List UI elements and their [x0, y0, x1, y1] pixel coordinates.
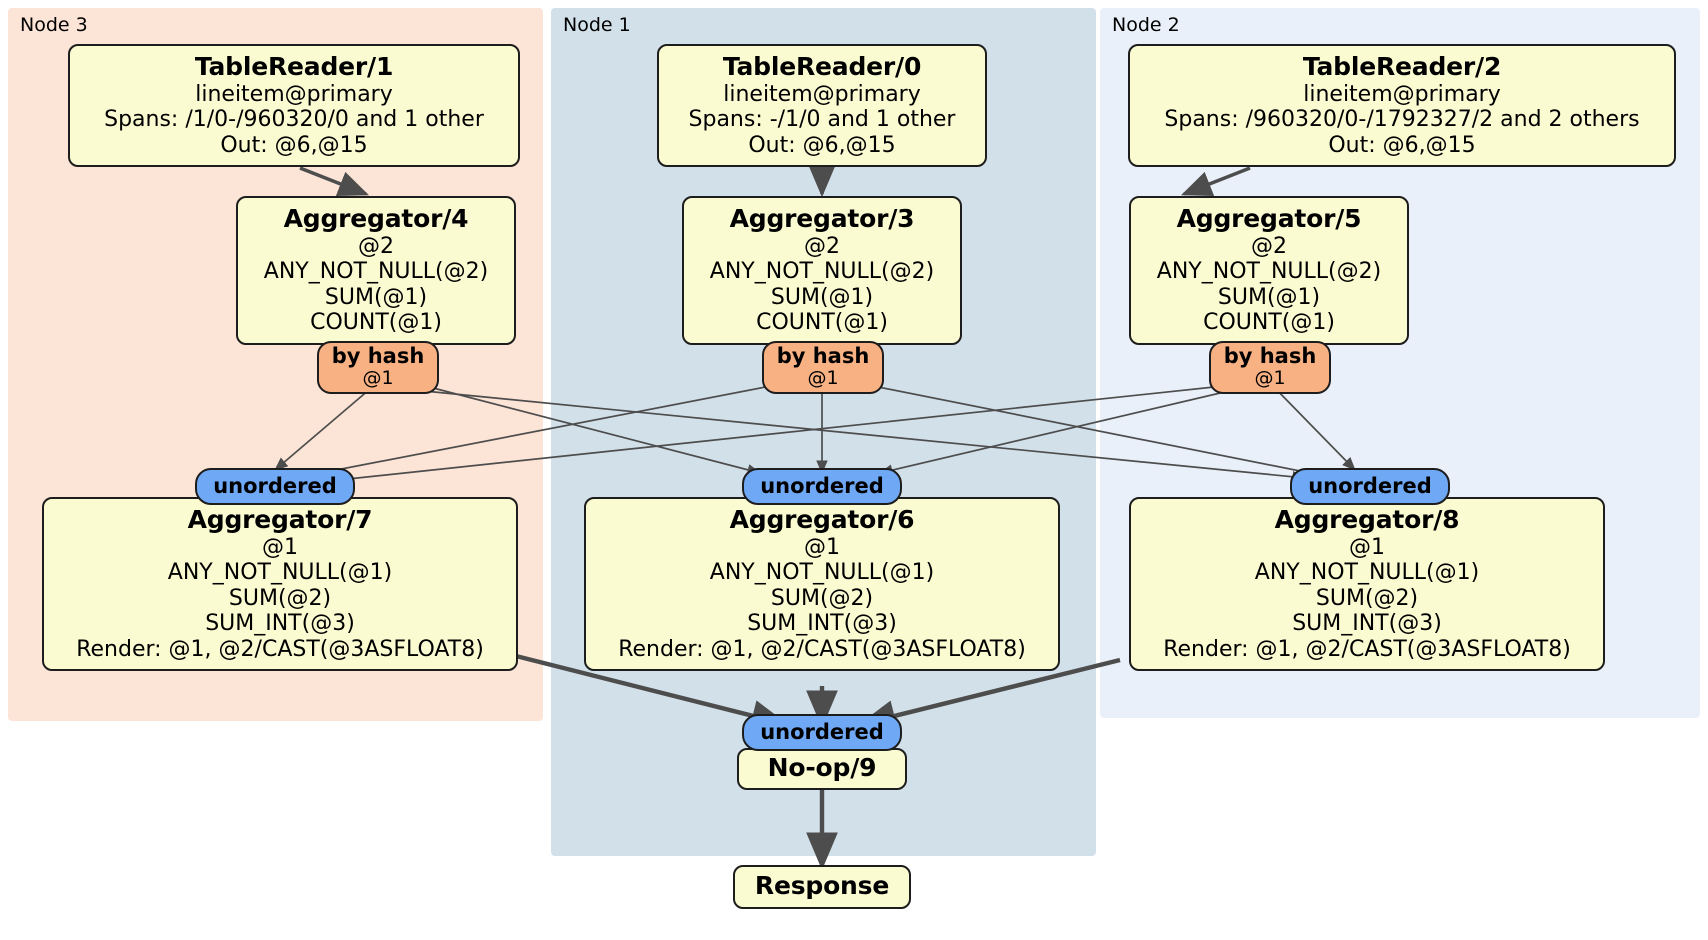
processor-line: @2 — [358, 233, 394, 259]
processor-title: No-op/9 — [767, 753, 877, 782]
processor-title: Aggregator/6 — [729, 505, 915, 534]
processor-title: Aggregator/3 — [729, 204, 915, 233]
processor-line: @2 — [1251, 233, 1287, 259]
processor-render-line: Render: @1, @2/CAST(@3ASFLOAT8) — [1163, 636, 1571, 662]
synchronizer-badge-unordered-9[interactable]: unordered — [742, 714, 902, 752]
processor-line: lineitem@primary — [195, 81, 393, 107]
processor-response[interactable]: Response — [733, 865, 911, 909]
processor-aggregator-6[interactable]: Aggregator/6 @1 ANY_NOT_NULL(@1) SUM(@2)… — [584, 497, 1060, 672]
router-column-label: @1 — [807, 367, 839, 390]
synchronizer-type-label: unordered — [760, 474, 884, 498]
processor-title: TableReader/1 — [194, 52, 394, 81]
processor-line: SUM_INT(@3) — [205, 611, 355, 637]
processor-line: lineitem@primary — [1303, 81, 1501, 107]
processor-line: ANY_NOT_NULL(@1) — [1254, 560, 1480, 586]
node-label-node2: Node 2 — [1112, 14, 1180, 36]
processor-tablereader-2[interactable]: TableReader/2 lineitem@primary Spans: /9… — [1128, 44, 1676, 168]
processor-aggregator-5[interactable]: Aggregator/5 @2 ANY_NOT_NULL(@2) SUM(@1)… — [1129, 196, 1409, 345]
processor-title: Aggregator/5 — [1176, 204, 1362, 233]
processor-line: SUM(@1) — [1217, 284, 1321, 310]
processor-line: @1 — [1349, 534, 1385, 560]
router-column-label: @1 — [1254, 367, 1286, 390]
router-type-label: by hash — [1223, 344, 1317, 368]
processor-no-op-9[interactable]: No-op/9 — [737, 748, 907, 790]
synchronizer-badge-unordered-8[interactable]: unordered — [1290, 468, 1450, 506]
router-type-label: by hash — [776, 344, 870, 368]
processor-line: SUM(@1) — [770, 284, 874, 310]
output-router-badge-by-hash-3[interactable]: by hash @1 — [762, 341, 884, 394]
processor-title: Aggregator/4 — [283, 204, 469, 233]
processor-tablereader-0[interactable]: TableReader/0 lineitem@primary Spans: -/… — [657, 44, 987, 168]
processor-line: SUM_INT(@3) — [1292, 611, 1442, 637]
processor-aggregator-3[interactable]: Aggregator/3 @2 ANY_NOT_NULL(@2) SUM(@1)… — [682, 196, 962, 345]
synchronizer-type-label: unordered — [1308, 474, 1432, 498]
processor-line: Spans: -/1/0 and 1 other — [688, 107, 956, 133]
processor-line: Out: @6,@15 — [1328, 132, 1476, 158]
router-column-label: @1 — [362, 367, 394, 390]
processor-line: Out: @6,@15 — [220, 132, 368, 158]
processor-line: ANY_NOT_NULL(@1) — [167, 560, 393, 586]
processor-line: @1 — [262, 534, 298, 560]
processor-line: COUNT(@1) — [756, 310, 888, 336]
router-type-label: by hash — [331, 344, 425, 368]
processor-line: Spans: /1/0-/960320/0 and 1 other — [104, 107, 484, 133]
processor-line: SUM_INT(@3) — [747, 611, 897, 637]
node-label-node3: Node 3 — [20, 14, 88, 36]
processor-line: lineitem@primary — [723, 81, 921, 107]
processor-line: ANY_NOT_NULL(@2) — [263, 259, 489, 285]
processor-line: SUM(@2) — [1315, 585, 1419, 611]
processor-aggregator-8[interactable]: Aggregator/8 @1 ANY_NOT_NULL(@1) SUM(@2)… — [1129, 497, 1605, 672]
processor-line: SUM(@2) — [228, 585, 332, 611]
node-label-node1: Node 1 — [563, 14, 631, 36]
processor-line: ANY_NOT_NULL(@2) — [1156, 259, 1382, 285]
synchronizer-type-label: unordered — [213, 474, 337, 498]
processor-render-line: Render: @1, @2/CAST(@3ASFLOAT8) — [618, 636, 1026, 662]
processor-line: SUM(@2) — [770, 585, 874, 611]
synchronizer-badge-unordered-7[interactable]: unordered — [195, 468, 355, 506]
processor-line: ANY_NOT_NULL(@2) — [709, 259, 935, 285]
processor-line: @1 — [804, 534, 840, 560]
processor-tablereader-1[interactable]: TableReader/1 lineitem@primary Spans: /1… — [68, 44, 520, 168]
processor-title: Response — [754, 871, 890, 900]
synchronizer-type-label: unordered — [760, 720, 884, 744]
synchronizer-badge-unordered-6[interactable]: unordered — [742, 468, 902, 506]
processor-line: Spans: /960320/0-/1792327/2 and 2 others — [1164, 107, 1640, 133]
processor-aggregator-4[interactable]: Aggregator/4 @2 ANY_NOT_NULL(@2) SUM(@1)… — [236, 196, 516, 345]
processor-line: ANY_NOT_NULL(@1) — [709, 560, 935, 586]
output-router-badge-by-hash-4[interactable]: by hash @1 — [317, 341, 439, 394]
processor-title: TableReader/0 — [722, 52, 922, 81]
processor-title: Aggregator/8 — [1274, 505, 1460, 534]
output-router-badge-by-hash-5[interactable]: by hash @1 — [1209, 341, 1331, 394]
processor-line: SUM(@1) — [324, 284, 428, 310]
processor-aggregator-7[interactable]: Aggregator/7 @1 ANY_NOT_NULL(@1) SUM(@2)… — [42, 497, 518, 672]
processor-line: COUNT(@1) — [1203, 310, 1335, 336]
processor-line: Out: @6,@15 — [748, 132, 896, 158]
processor-title: Aggregator/7 — [187, 505, 373, 534]
processor-line: COUNT(@1) — [310, 310, 442, 336]
processor-line: @2 — [804, 233, 840, 259]
processor-render-line: Render: @1, @2/CAST(@3ASFLOAT8) — [76, 636, 484, 662]
processor-title: TableReader/2 — [1302, 52, 1502, 81]
